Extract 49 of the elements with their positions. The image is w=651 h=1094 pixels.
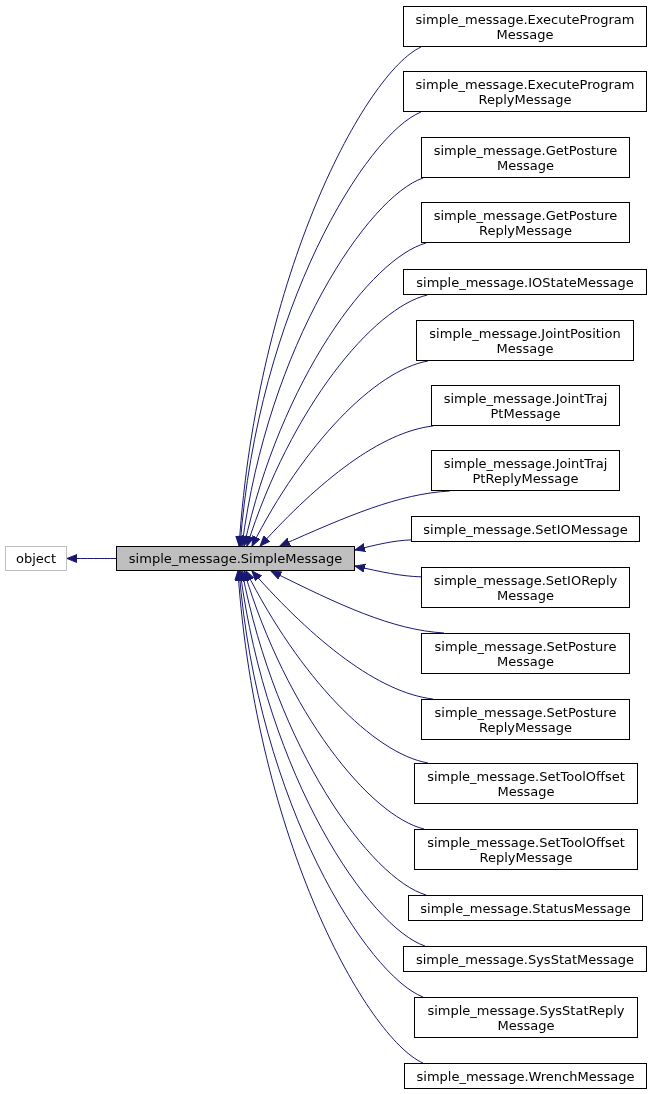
class-box — [421, 567, 630, 608]
class-box — [431, 450, 620, 491]
class-box — [416, 320, 634, 361]
inheritance-arrow — [354, 563, 422, 578]
class-box — [403, 269, 647, 295]
inheritance-arrow — [245, 570, 429, 764]
inheritance-arrow — [66, 554, 117, 563]
class-box — [403, 71, 647, 112]
class-name: simple_message.SetPosture ReplyMessage — [433, 704, 618, 735]
class-box — [116, 546, 355, 571]
class-name: simple_message.SetToolOffset Message — [426, 768, 626, 799]
class-box — [5, 546, 67, 571]
class-name: simple_message.ExecuteProgram ReplyMessage — [414, 76, 636, 107]
inheritance-arrow — [239, 177, 424, 547]
class-box — [411, 516, 640, 542]
class-name: simple_message.SetIOReply Message — [432, 572, 619, 603]
class-name: simple_message.SetToolOffset ReplyMessage — [426, 834, 626, 865]
class-box — [421, 633, 630, 674]
class-box — [431, 385, 620, 426]
inheritance-arrow — [242, 242, 427, 547]
class-box — [403, 6, 647, 47]
class-box — [414, 997, 638, 1038]
class-name: simple_message.JointPosition Message — [428, 325, 622, 356]
class-box — [403, 946, 647, 972]
class-box — [414, 829, 638, 870]
inheritance-arrow — [245, 294, 428, 547]
inheritance-arrow — [242, 570, 425, 830]
class-name: simple_message.SetPosture Message — [433, 638, 618, 669]
class-name: simple_message.SimpleMessage — [128, 551, 343, 566]
class-name: simple_message.IOStateMessage — [416, 274, 634, 290]
class-name: simple_message.GetPosture ReplyMessage — [432, 207, 619, 238]
class-name: simple_message.StatusMessage — [420, 900, 631, 916]
class-name: simple_message.SetIOMessage — [423, 521, 628, 537]
class-name: simple_message.JointTraj PtMessage — [442, 390, 609, 421]
class-name: simple_message.GetPosture Message — [432, 142, 619, 173]
class-name: simple_message.WrenchMessage — [416, 1068, 635, 1084]
class-name: simple_message.ExecuteProgram Message — [414, 11, 636, 42]
class-box — [404, 1063, 647, 1089]
class-box — [421, 137, 630, 178]
class-name: simple_message.JointTraj PtReplyMessage — [442, 455, 609, 486]
inheritance-arrow — [259, 425, 434, 547]
class-name: object — [15, 551, 57, 566]
class-name: simple_message.SysStatReply Message — [426, 1002, 626, 1033]
class-box — [421, 202, 630, 243]
class-box — [414, 763, 638, 804]
class-name: simple_message.SysStatMessage — [415, 951, 635, 967]
class-box — [408, 895, 643, 921]
class-box — [421, 699, 630, 740]
inheritance-arrow — [354, 539, 412, 552]
